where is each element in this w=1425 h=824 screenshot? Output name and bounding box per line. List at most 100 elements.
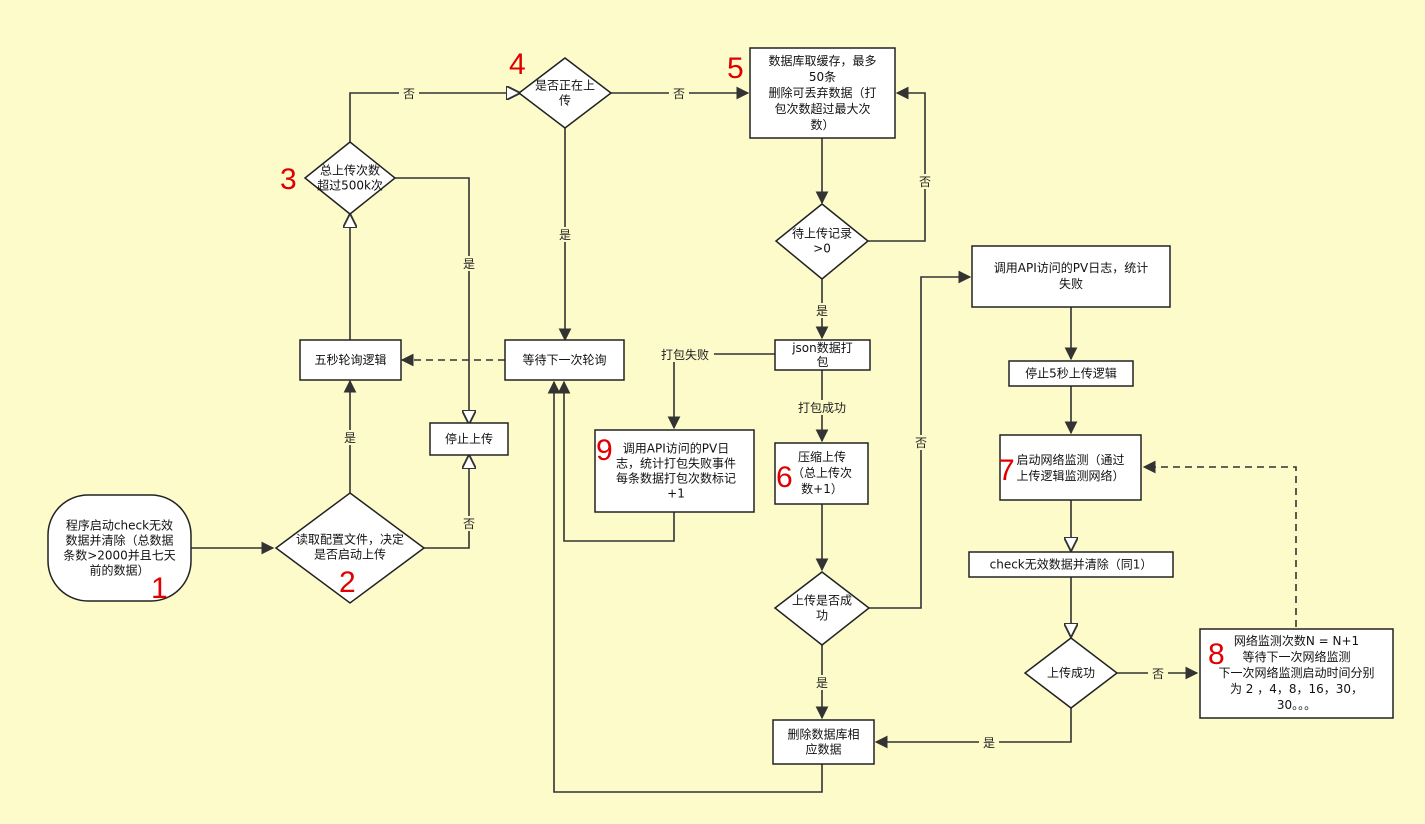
node-stop[interactable]: 停止上传	[429, 422, 509, 456]
node-pvfail[interactable]: 调用API访问的PV日志，统计失败	[971, 245, 1171, 308]
node-del[interactable]: 删除数据库相应数据	[772, 719, 875, 765]
node-text-line: 条数>2000并且七天	[63, 548, 176, 563]
node-wait-text: 等待下一次轮询	[522, 353, 606, 367]
node-json[interactable]: json数据打包	[774, 339, 871, 371]
node-poll[interactable]: 五秒轮询逻辑	[299, 339, 402, 381]
node-text-line: 是否启动上传	[314, 547, 386, 562]
node-check[interactable]: check无效数据并清除（同1）	[968, 551, 1174, 578]
node-text-line: 上传是否成	[792, 593, 852, 608]
node-text-line: 调用API访问的PV日志，统计	[994, 260, 1148, 275]
node-n4[interactable]: 是否正在上传	[517, 57, 613, 129]
node-text-line: 停止上传	[445, 431, 493, 446]
node-upok2-text: 上传成功	[1047, 665, 1095, 680]
step-number-7: 7	[998, 454, 1015, 487]
edge-label-n2-no: 否	[463, 517, 475, 531]
step-number-8: 8	[1208, 638, 1225, 671]
edge-label-upok2-yes: 是	[983, 736, 995, 750]
edge-label-pending-no: 否	[919, 175, 931, 189]
node-json-text: json数据打包	[791, 340, 853, 369]
node-stop5[interactable]: 停止5秒上传逻辑	[1008, 360, 1134, 387]
node-n1[interactable]: 程序启动check无效数据并清除（总数据条数>2000并且七天前的数据）	[47, 494, 192, 602]
node-n6-text: 压缩上传（总上传次数+1）	[792, 449, 852, 496]
edge-label-n3-yes: 是	[463, 257, 475, 271]
node-text-line: 上传成功	[1047, 665, 1095, 680]
node-text-line: 删除数据库相	[787, 727, 859, 742]
node-n4-text: 是否正在上传	[535, 79, 595, 108]
node-text-line: 超过500k次	[317, 178, 383, 193]
node-text-line: 读取配置文件，决定	[296, 532, 404, 547]
node-text-line: 30。。。	[1277, 698, 1316, 712]
step-number-6: 6	[776, 461, 793, 494]
node-n1-text: 程序启动check无效数据并清除（总数据条数>2000并且七天前的数据）	[63, 518, 176, 578]
node-stop-text: 停止上传	[445, 431, 493, 446]
edge-json-n9	[667, 353, 775, 430]
node-text-line: >0	[813, 242, 831, 256]
node-text-line: 包次数超过最大次	[774, 101, 870, 116]
edge-label-n4-yes: 是	[559, 228, 571, 242]
node-del-text: 删除数据库相应数据	[787, 727, 859, 757]
node-pending-text: 待上传记录>0	[792, 226, 852, 256]
node-n7[interactable]: 启动网络监测（通过上传逻辑监测网络）	[999, 434, 1142, 501]
edge-label-pack-fail: 打包失败	[661, 347, 709, 362]
edge-labels: 否 否 是 是 是 否 否 是 打包失败 打包成功 否 是 否 是	[340, 86, 1168, 750]
node-text-line: 应数据	[805, 742, 841, 757]
node-stop5-text: 停止5秒上传逻辑	[1025, 366, 1117, 381]
node-text-line: 五秒轮询逻辑	[314, 353, 386, 367]
step-number-2: 2	[339, 566, 356, 599]
node-text-line: 传	[559, 93, 571, 108]
node-upok2[interactable]: 上传成功	[1023, 637, 1119, 709]
edge-label-pack-ok: 打包成功	[798, 401, 846, 415]
node-text-line: 等待下一次轮询	[522, 353, 606, 367]
node-text-line: 包	[816, 355, 828, 369]
step-numbers: 1 2 3 4 5 6 7 8 9	[151, 48, 1225, 671]
node-n2-text: 读取配置文件，决定是否启动上传	[296, 532, 404, 562]
node-text-line: 志，统计打包失败事件	[616, 456, 736, 471]
node-n9[interactable]: 调用API访问的PV日志，统计打包失败事件每条数据打包次数标记+1	[594, 429, 755, 513]
edge-pending-n5	[868, 86, 926, 242]
node-text-line: 为 2 ，4，8，16，30，	[1230, 682, 1363, 696]
edge-n9-wait	[557, 380, 675, 542]
node-n2[interactable]: 读取配置文件，决定是否启动上传	[274, 492, 426, 604]
edge-label-upok2-no: 否	[1152, 667, 1164, 681]
edge-n8-n7	[1142, 460, 1297, 627]
node-n3-text: 总上传次数超过500k次	[317, 163, 383, 193]
edge-n2-stop	[424, 456, 469, 549]
node-text-line: 待上传记录	[792, 226, 852, 241]
edge-label-upok-no: 否	[915, 436, 927, 450]
node-text-line: 数据并清除（总数据	[65, 533, 173, 548]
node-check-text: check无效数据并清除（同1）	[990, 557, 1153, 572]
edge-del-wait	[547, 380, 823, 793]
node-text-line: 数据库取缓存，最多	[768, 53, 876, 68]
step-number-1: 1	[151, 572, 168, 605]
step-number-4: 4	[509, 48, 526, 81]
node-text-line: 调用API访问的PV日	[623, 441, 729, 456]
edge-upok2-del	[874, 708, 1072, 749]
node-text-line: 删除可丢弃数据（打	[768, 85, 876, 100]
node-n7-text: 启动网络监测（通过上传逻辑监测网络）	[1016, 452, 1124, 483]
node-text-line: 下一次网络监测启动时间分别	[1218, 665, 1374, 680]
edge-label-upok-yes: 是	[816, 676, 828, 690]
node-wait[interactable]: 等待下一次轮询	[504, 339, 625, 381]
step-number-9: 9	[596, 434, 613, 467]
node-n3[interactable]: 总上传次数超过500k次	[303, 141, 397, 215]
node-text-line: check无效数据并清除（同1）	[990, 557, 1153, 572]
edge-label-n2-yes: 是	[344, 431, 356, 445]
node-upok[interactable]: 上传是否成功	[773, 571, 871, 646]
node-text-line: 是否正在上	[535, 79, 595, 93]
node-text-line: 数）	[810, 117, 834, 132]
node-text-line: （总上传次	[792, 465, 852, 480]
node-text-line: 每条数据打包次数标记	[616, 471, 736, 486]
node-text-line: 程序启动check无效	[66, 518, 173, 533]
node-pvfail-text: 调用API访问的PV日志，统计失败	[994, 260, 1148, 291]
node-pending[interactable]: 待上传记录>0	[774, 203, 870, 280]
edge-label-n4-no: 否	[673, 87, 685, 101]
edge-label-pending-yes: 是	[816, 304, 828, 318]
node-text-line: 启动网络监测（通过	[1016, 452, 1124, 467]
node-n6[interactable]: 压缩上传（总上传次数+1）	[774, 442, 869, 505]
node-upok-text: 上传是否成功	[792, 593, 852, 623]
